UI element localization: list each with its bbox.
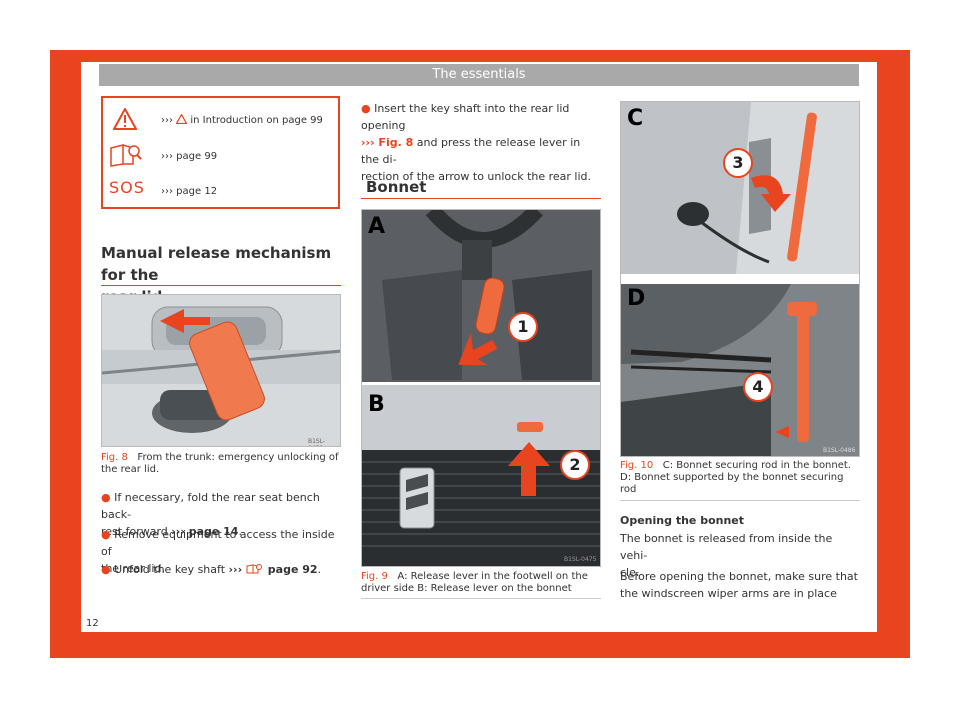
warning-triangle-icon <box>113 108 137 130</box>
page-header: The essentials <box>99 64 859 86</box>
book-magnifier-icon <box>246 564 262 574</box>
warning-triangle-icon <box>175 113 188 125</box>
link-fig-8[interactable]: ››› Fig. 8 <box>361 136 414 149</box>
figure-10-caption: Fig. 10 C: Bonnet securing rod in the bo… <box>620 460 851 495</box>
figure-8-image: B1SL-0451 <box>101 294 341 447</box>
rear-lid-illustration <box>102 295 340 446</box>
figure-9-image: A B 1 2 B1SL-0475 <box>361 209 601 567</box>
reference-box: ››› in Introduction on page 99 ››› page … <box>101 96 340 209</box>
subheading-opening-bonnet: Opening the bonnet <box>620 514 745 527</box>
bullet-unfold-key: ● Unfold the key shaft ››› page 92. <box>101 563 322 576</box>
callout-4: 4 <box>743 372 773 402</box>
link-page-92[interactable]: ››› page 92 <box>228 563 318 576</box>
panel-label-b: B <box>368 392 385 417</box>
bonnet-release-illustration <box>362 210 600 566</box>
callout-2: 2 <box>560 450 590 480</box>
section-heading-bonnet: Bonnet <box>366 178 427 196</box>
heading-rule <box>101 285 341 286</box>
panel-label-c: C <box>627 106 644 131</box>
bullet-remove-equipment: ● Remove equipment to access the inside … <box>101 528 335 575</box>
callout-1: 1 <box>508 312 538 342</box>
link-page-14[interactable]: ››› page 14 <box>171 525 239 538</box>
figure-8-caption: Fig. 8 From the trunk: emergency unlocki… <box>101 452 339 475</box>
bullet-insert-key: ● Insert the key shaft into the rear lid… <box>361 102 592 183</box>
paragraph-before-opening: Before opening the bonnet, make sure tha… <box>620 570 858 600</box>
panel-label-d: D <box>627 286 646 311</box>
bullet-fold-seat: ● If necessary, fold the rear seat bench… <box>101 491 320 538</box>
figure-10-bottom-rule <box>620 500 860 501</box>
note-row-book[interactable]: ››› page 99 <box>161 151 218 162</box>
bonnet-rod-illustration <box>621 102 859 456</box>
figure-9-bottom-rule <box>361 598 601 599</box>
panel-label-a: A <box>368 214 386 239</box>
heading-rule <box>361 198 601 199</box>
book-magnifier-icon <box>110 144 142 167</box>
figure-9-caption: Fig. 9 A: Release lever in the footwell … <box>361 571 588 594</box>
paragraph-released: The bonnet is released from inside the v… <box>620 532 833 579</box>
note-row-sos[interactable]: ››› page 12 <box>161 186 218 197</box>
panel-divider <box>362 382 600 385</box>
note-row-warning[interactable]: ››› in Introduction on page 99 <box>161 113 323 126</box>
callout-3: 3 <box>723 148 753 178</box>
sos-icon: SOS <box>109 178 145 197</box>
figure-10-image: C D 3 4 B1SL-0486 <box>620 101 860 457</box>
page-number: 12 <box>86 618 99 629</box>
